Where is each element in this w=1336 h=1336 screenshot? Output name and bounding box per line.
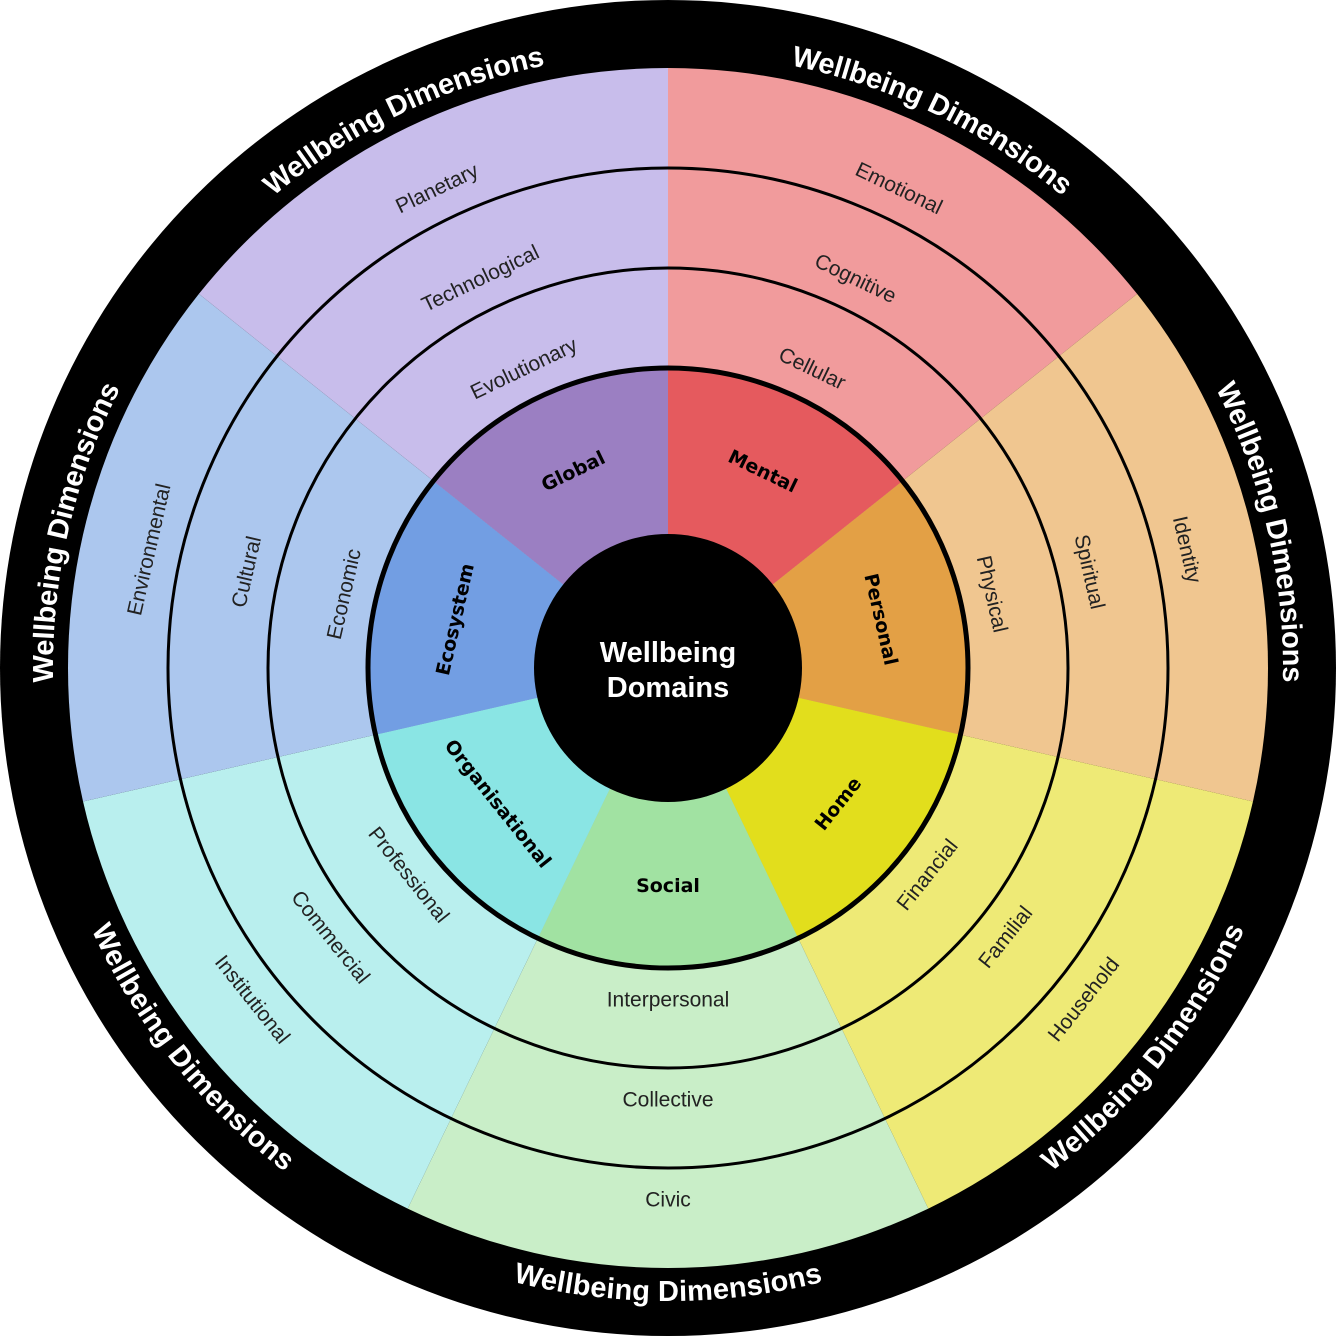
dimension-label-interpersonal: Interpersonal: [607, 989, 730, 1012]
dimension-sectors: [67, 68, 1269, 1268]
domain-label-social: Social: [636, 875, 700, 897]
dimension-ring-line-1: [266, 266, 1070, 1070]
center-circle: [534, 534, 802, 802]
center-title-line2: Domains: [607, 672, 729, 704]
domain-sector-social: [537, 668, 799, 969]
domain-ring-border: [365, 365, 971, 971]
center-title-line1: Wellbeing: [600, 637, 736, 669]
dimension-ring-line-2: [166, 166, 1170, 1170]
dimension-label-civic: Civic: [645, 1189, 691, 1212]
dimension-label-collective: Collective: [622, 1089, 713, 1112]
dimension-ring-lines: [166, 166, 1170, 1170]
